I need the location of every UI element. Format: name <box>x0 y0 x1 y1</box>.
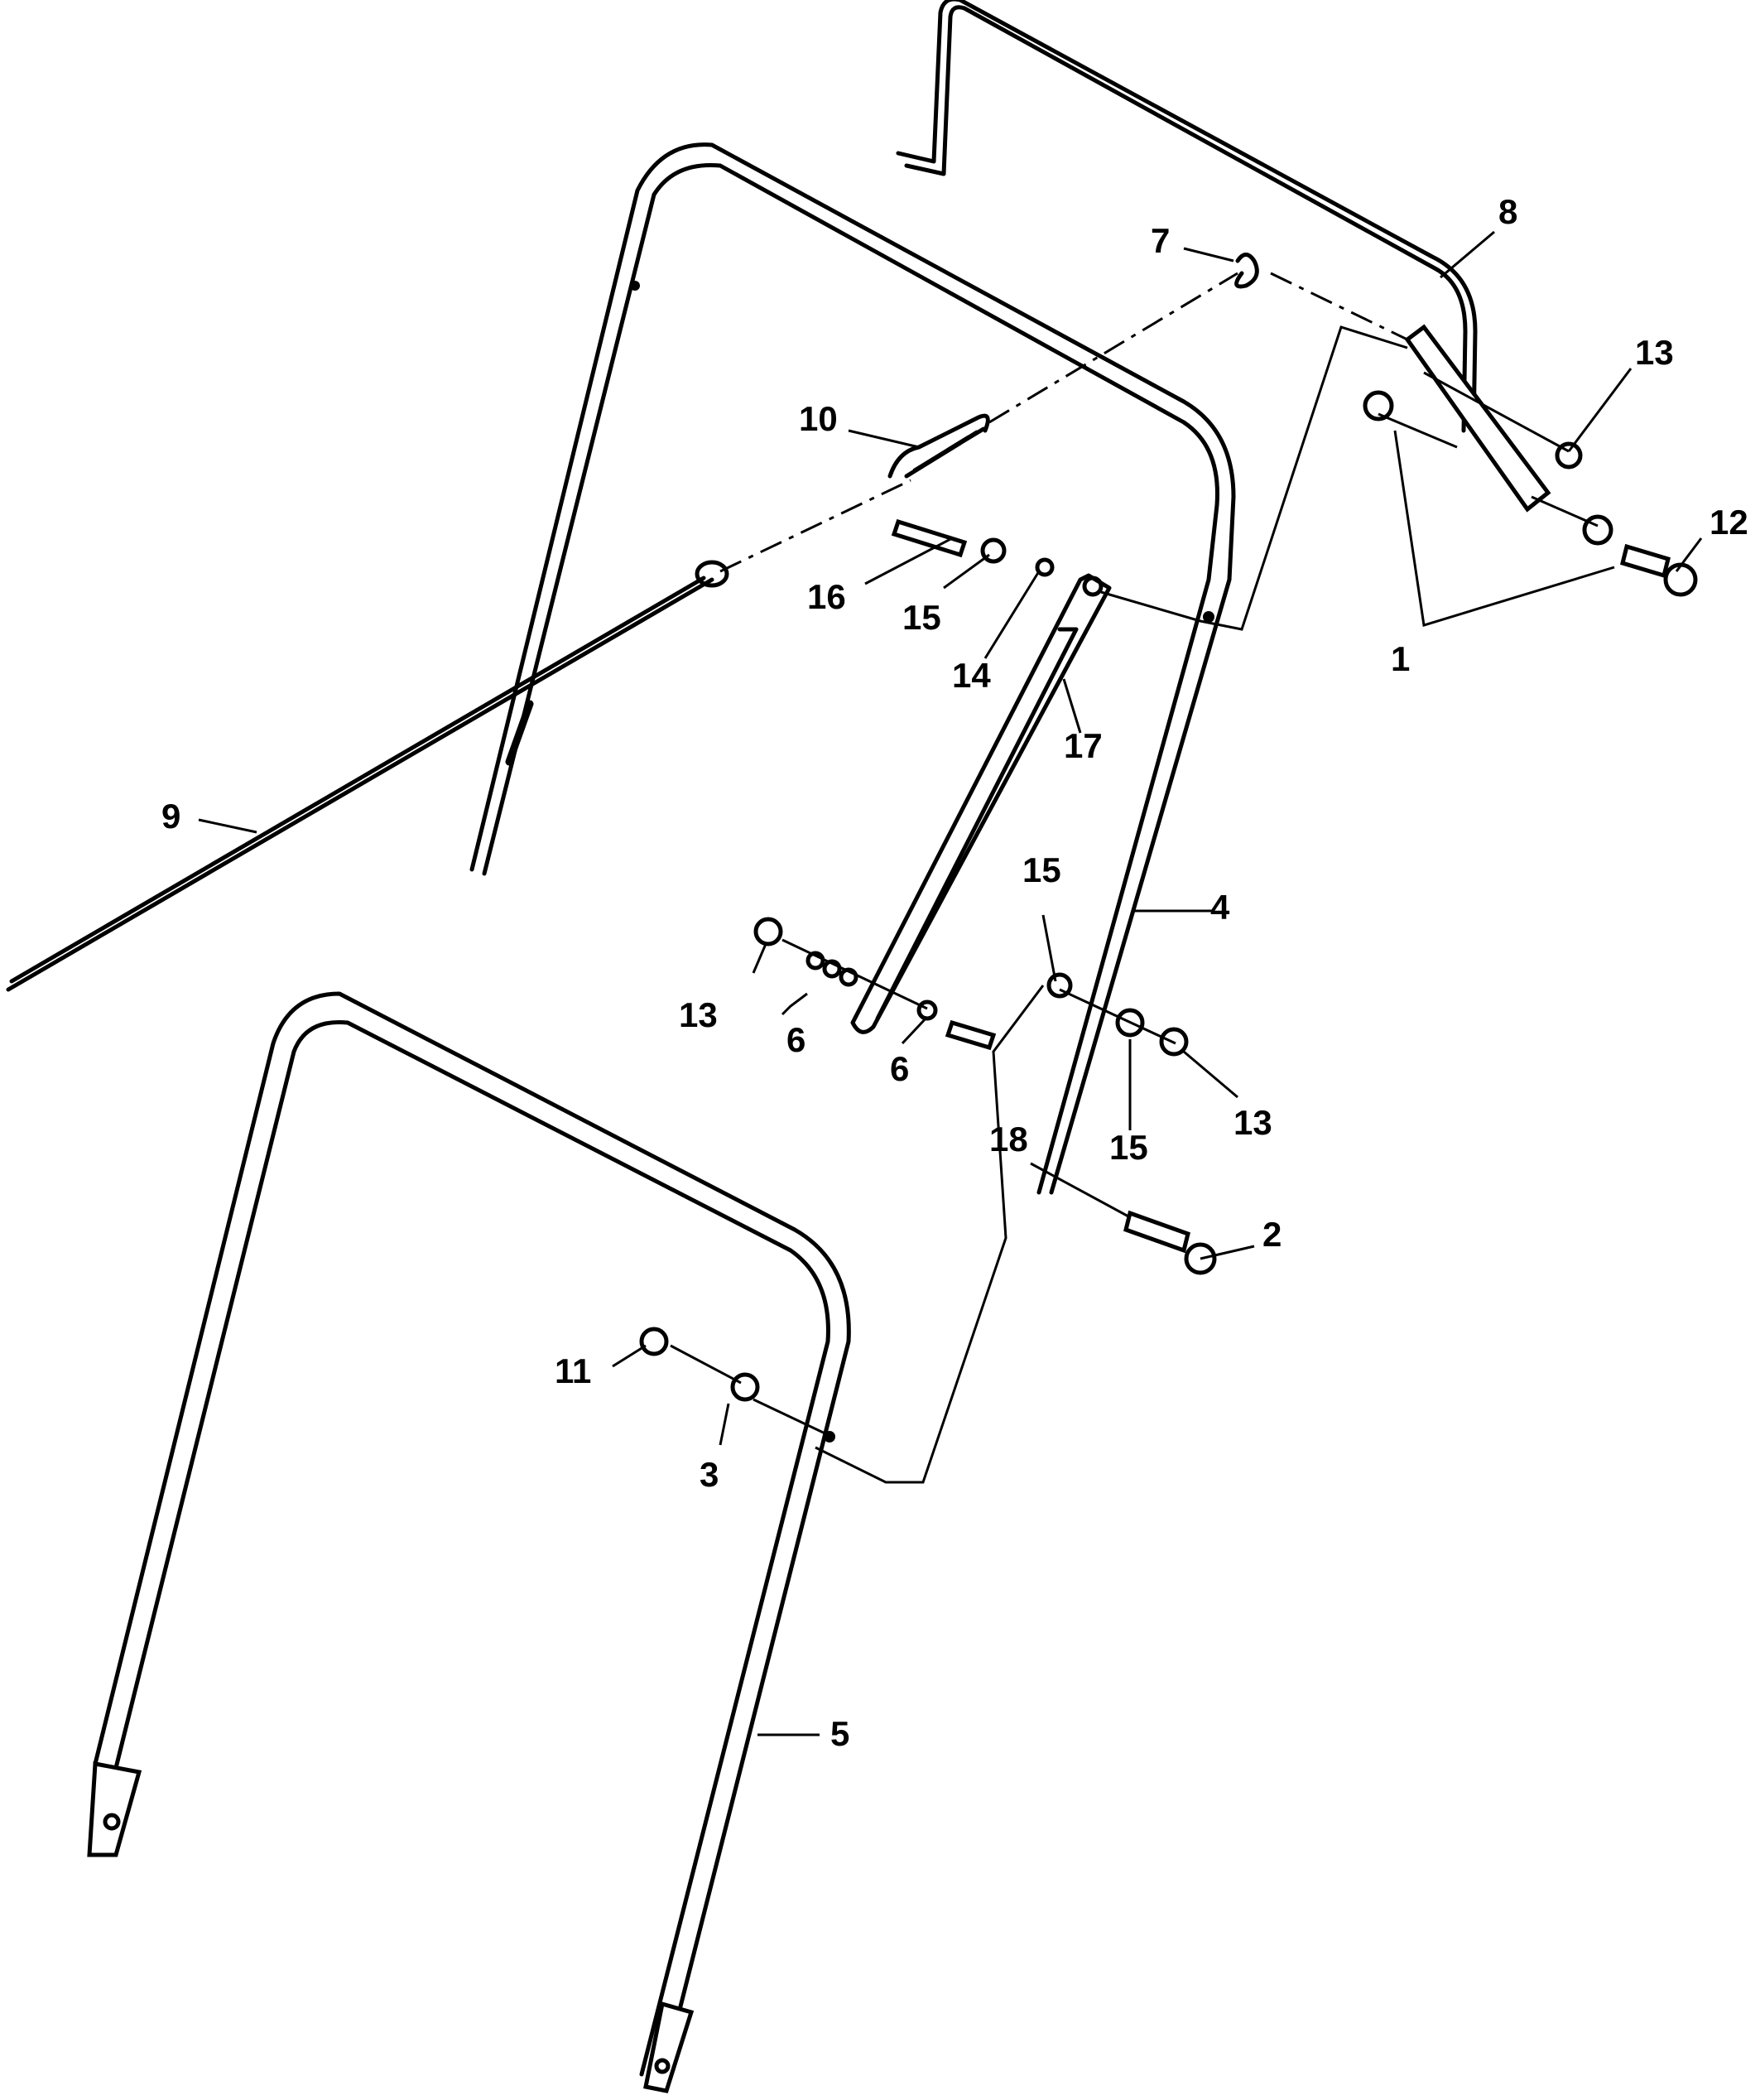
callout-6a: 6 <box>786 1020 805 1059</box>
callout-11: 11 <box>555 1351 591 1390</box>
callout-15b: 15 <box>1022 850 1061 889</box>
callout-labels: 1 2 3 4 5 6 6 7 8 9 10 11 12 13 13 13 14… <box>161 192 1748 1753</box>
callout-13a: 13 <box>1635 333 1674 372</box>
callout-9: 9 <box>161 797 180 836</box>
callout-18: 18 <box>989 1120 1028 1158</box>
part-17-lever <box>850 573 1112 1034</box>
callout-15c: 15 <box>1109 1128 1148 1167</box>
callout-leaders <box>198 230 1703 1736</box>
callout-13c: 13 <box>1233 1103 1272 1142</box>
callout-15a: 15 <box>902 598 941 637</box>
callout-2: 2 <box>1262 1215 1282 1254</box>
callout-4: 4 <box>1210 888 1230 927</box>
part-5-lower-handle <box>87 991 851 2093</box>
part-10-spring <box>887 413 990 479</box>
part-7-hook <box>1234 253 1259 289</box>
callout-16: 16 <box>807 577 846 616</box>
part-4-upper-handle <box>469 142 1236 1195</box>
callout-13b: 13 <box>679 995 718 1034</box>
part-9-cable <box>6 560 729 992</box>
callout-12: 12 <box>1710 503 1748 542</box>
callout-1: 1 <box>1391 639 1410 678</box>
callout-6b: 6 <box>890 1049 909 1088</box>
callout-10: 10 <box>799 399 838 438</box>
callout-3: 3 <box>700 1455 719 1494</box>
callout-5: 5 <box>830 1714 849 1753</box>
callout-17: 17 <box>1064 726 1103 765</box>
callout-14: 14 <box>952 656 991 695</box>
part-8-bail-rod <box>896 0 1478 433</box>
assembly-paths <box>670 272 1599 1484</box>
part-1-bracket <box>1363 324 1613 546</box>
callout-7: 7 <box>1151 221 1170 260</box>
callout-8: 8 <box>1498 192 1517 231</box>
